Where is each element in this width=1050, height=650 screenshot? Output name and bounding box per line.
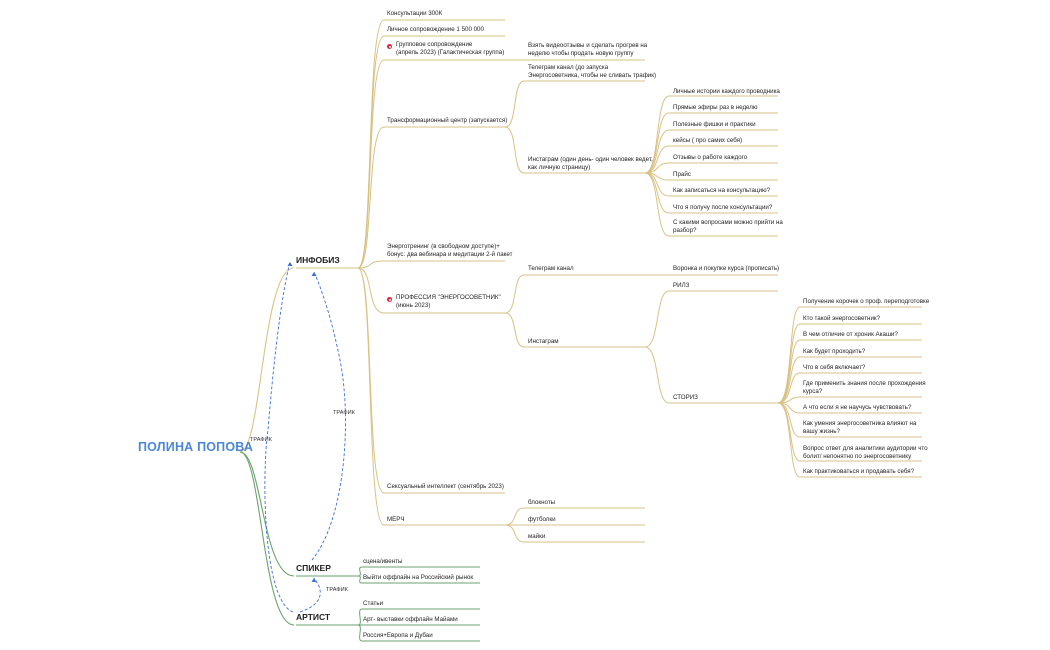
- profession-child-link: [504, 274, 645, 314]
- node-group[interactable]: Групповое сопровождение(апрель 2023) (Га…: [396, 41, 505, 56]
- stories-item[interactable]: Кто такой энергосоветник?: [803, 315, 881, 322]
- insta-item-link: [644, 172, 778, 214]
- branch-artist[interactable]: АРТИСТ: [296, 612, 331, 622]
- instagram-child-link: [644, 290, 778, 348]
- node-insta-one[interactable]: Инстаграм (один день- один человек ведет…: [528, 156, 653, 171]
- stories-item-link: [777, 323, 922, 404]
- traffic-arrow: [264, 261, 294, 613]
- artist-item[interactable]: Арт- выставки оффлайн Майами: [363, 616, 458, 623]
- stories-item-link: [777, 396, 922, 404]
- stories-item-link: [777, 402, 922, 414]
- arrowhead-icon: [311, 578, 317, 582]
- merch-item[interactable]: футболки: [528, 516, 556, 523]
- artist-item[interactable]: Статьи: [363, 600, 384, 607]
- speaker-child-link: [357, 575, 480, 584]
- insta-item-link: [644, 145, 778, 174]
- traffic-arrow: [299, 577, 321, 613]
- insta-item[interactable]: Как записаться на консультацию?: [673, 187, 771, 194]
- arrowhead-icon: [287, 262, 293, 266]
- artist-item[interactable]: Россия+Европа и Дубаи: [363, 632, 433, 639]
- speaker-item[interactable]: Выйти оффлайн на Российский рынок: [363, 574, 474, 581]
- infobiz-child-link: [357, 59, 505, 269]
- node-stories[interactable]: СТОРИЗ: [673, 394, 698, 401]
- stories-item[interactable]: А что если я не научусь чувствовать?: [803, 404, 912, 411]
- insta-item[interactable]: Отзывы о работе каждого: [673, 154, 748, 161]
- node-energotrening[interactable]: Энерготренинг (в свободном доступе)+бону…: [387, 243, 513, 258]
- transform-child-link: [504, 126, 645, 174]
- traffic-label: ТРАФИК: [333, 410, 355, 416]
- node-transform[interactable]: Трансформационный центр (запускается): [387, 117, 508, 124]
- stories-item[interactable]: Как будет проходить?: [803, 348, 866, 355]
- insta-item-link: [644, 172, 778, 181]
- node-personal[interactable]: Личное сопровождение 1 500 000: [387, 26, 484, 33]
- merch-item[interactable]: блокноты: [528, 499, 556, 506]
- stories-item-link: [777, 306, 922, 404]
- root-artist-link: [239, 451, 295, 626]
- branch-infobiz[interactable]: ИНФОБИЗ: [296, 255, 340, 265]
- priority-marker-icon: [387, 297, 392, 302]
- traffic-label: ТРАФИК: [250, 437, 272, 443]
- transform-child-link: [504, 80, 645, 128]
- merch-item[interactable]: майки: [528, 533, 546, 540]
- instagram-child-link: [644, 346, 778, 404]
- stories-item[interactable]: В чем отличие от хроник Акаши?: [803, 331, 898, 338]
- stories-item[interactable]: Что в себя включает?: [803, 364, 866, 371]
- stories-item[interactable]: Вопрос ответ для аналитики аудитории что…: [803, 445, 928, 460]
- profession-child-link: [504, 312, 645, 348]
- branch-speaker[interactable]: СПИКЕР: [296, 563, 331, 573]
- node-consult[interactable]: Консультации 300К: [387, 10, 443, 17]
- node-reels[interactable]: РИЛЗ: [673, 282, 690, 289]
- stories-item-link: [777, 339, 922, 404]
- node-merch[interactable]: МЕРЧ: [387, 516, 405, 523]
- insta-item-link: [644, 112, 778, 174]
- infobiz-child-link: [357, 267, 505, 526]
- infobiz-child-link: [357, 126, 505, 269]
- stories-item-link: [777, 372, 922, 404]
- infobiz-child-link: [357, 267, 505, 314]
- traffic-label: ТРАФИК: [326, 587, 348, 593]
- root-infobiz-link: [239, 267, 295, 453]
- node-instagram[interactable]: Инстаграм: [528, 338, 559, 345]
- merch-child-link: [504, 507, 645, 526]
- insta-item[interactable]: Прайс: [673, 171, 691, 178]
- insta-item[interactable]: Личные истории каждого проводника: [673, 88, 780, 95]
- root-node[interactable]: ПОЛИНА ПОПОВА: [138, 440, 254, 454]
- insta-item[interactable]: Прямые эфиры раз в неделю: [673, 104, 758, 111]
- node-sexual[interactable]: Сексуальный интеллект (сентябрь 2023): [387, 483, 504, 490]
- artist-child-link: [357, 608, 480, 626]
- node-tg-channel[interactable]: Телеграм канал: [528, 265, 574, 272]
- infobiz-child-link: [357, 260, 505, 269]
- arrowhead-icon: [311, 272, 317, 276]
- node-profession[interactable]: ПРОФЕССИЯ "ЭНЕРГОСОВЕТНИК"(июнь 2023): [396, 294, 501, 309]
- stories-item[interactable]: Получение корочек о проф. переподготовке: [803, 298, 930, 305]
- stories-item-link: [777, 402, 922, 478]
- insta-item[interactable]: Полезные фишки и практики: [673, 121, 756, 128]
- node-funnel[interactable]: Воронка и покупке курса (прописать): [673, 265, 780, 272]
- insta-item[interactable]: кейсы ( про самих себя): [673, 137, 743, 144]
- insta-item-link: [644, 172, 778, 237]
- insta-item-link: [644, 162, 778, 174]
- insta-item[interactable]: Что я получу после консультации?: [673, 204, 773, 211]
- priority-marker-icon: [387, 44, 392, 49]
- root-speaker-link: [239, 451, 295, 577]
- infobiz-child-link: [357, 19, 505, 269]
- stories-item[interactable]: Как практиковаться и продавать себя?: [803, 468, 915, 475]
- artist-child-link: [357, 624, 480, 642]
- traffic-arrow: [311, 271, 346, 561]
- speaker-item[interactable]: сцена/ивенты: [363, 558, 403, 565]
- infobiz-child-link: [357, 35, 505, 269]
- merch-child-link: [504, 524, 645, 543]
- insta-item-link: [644, 95, 778, 174]
